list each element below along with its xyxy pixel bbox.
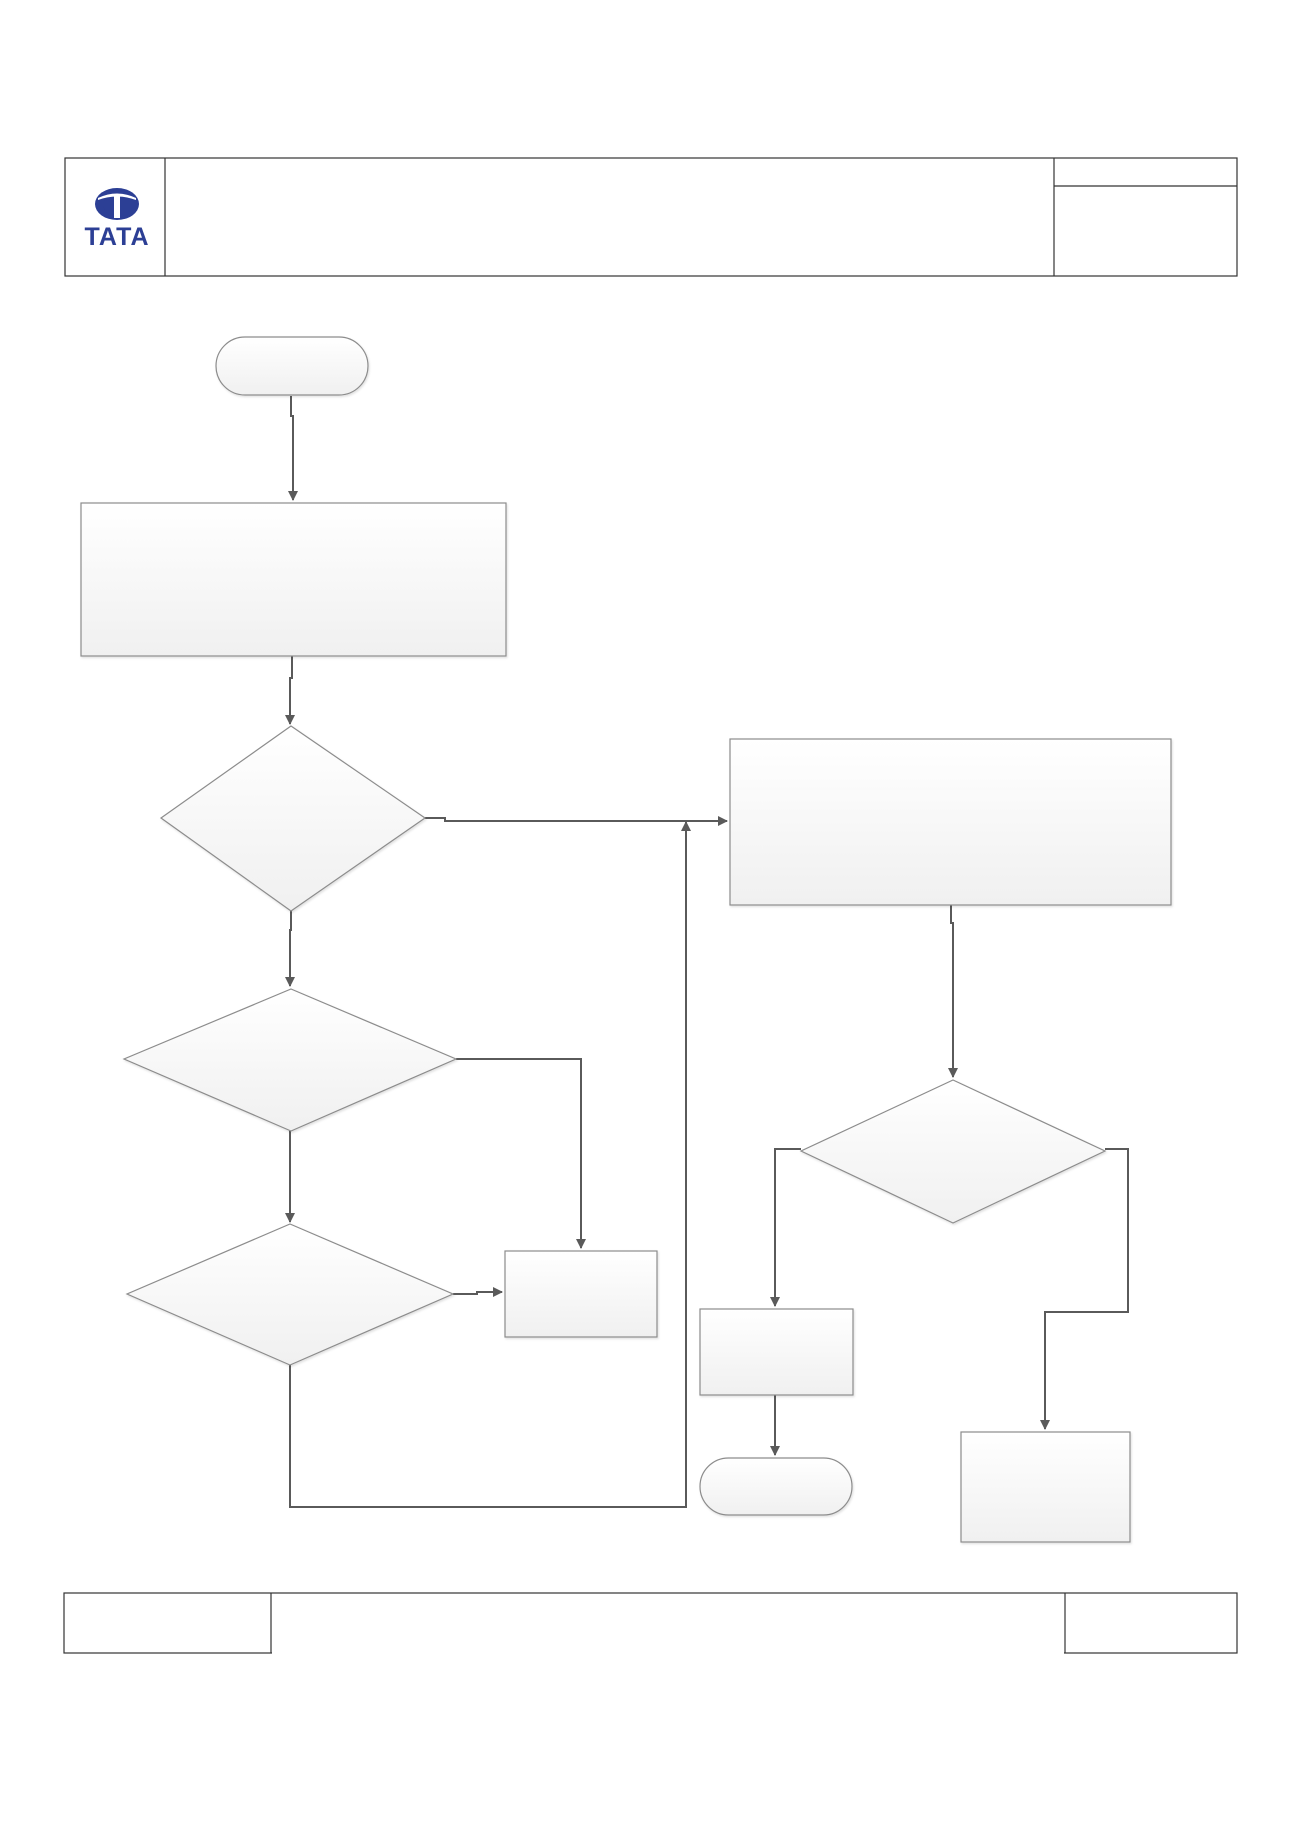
node-decision-1 xyxy=(159,725,427,912)
node-process-3 xyxy=(729,738,1172,906)
edge-process-3-to-decision-4 xyxy=(948,905,958,1078)
connectors xyxy=(285,396,1129,1508)
node-process-4 xyxy=(699,1308,854,1396)
edge-decision-1-to-process-3 xyxy=(425,816,728,826)
nodes xyxy=(80,336,1172,1543)
tata-logo: TATA xyxy=(84,188,149,251)
edge-decision-2-to-process-2 xyxy=(456,1058,586,1249)
node-decision-2 xyxy=(122,988,458,1132)
node-process-1 xyxy=(80,502,507,657)
footer-frame xyxy=(63,1592,1238,1654)
node-process-5 xyxy=(960,1431,1131,1543)
edge-decision-4-to-process-4 xyxy=(770,1148,801,1307)
header-frame xyxy=(64,157,1238,277)
header-block: TATA xyxy=(64,157,1238,277)
edge-decision-4-to-process-5 xyxy=(1040,1148,1129,1430)
node-end xyxy=(699,1457,853,1516)
edge-decision-1-to-decision-2 xyxy=(285,911,295,987)
edge-decision-3-to-process-3 xyxy=(289,821,691,1508)
tata-logo-icon xyxy=(95,188,139,220)
edge-start-to-process-1 xyxy=(288,396,298,501)
node-start xyxy=(215,336,369,396)
node-process-2 xyxy=(504,1250,658,1338)
tata-logo-wordmark: TATA xyxy=(84,223,149,251)
node-decision-3 xyxy=(125,1223,455,1366)
node-decision-4 xyxy=(799,1079,1107,1224)
edge-decision-3-to-process-2 xyxy=(453,1287,503,1297)
footer-block xyxy=(63,1592,1238,1655)
edge-process-1-to-decision-1 xyxy=(285,656,295,725)
